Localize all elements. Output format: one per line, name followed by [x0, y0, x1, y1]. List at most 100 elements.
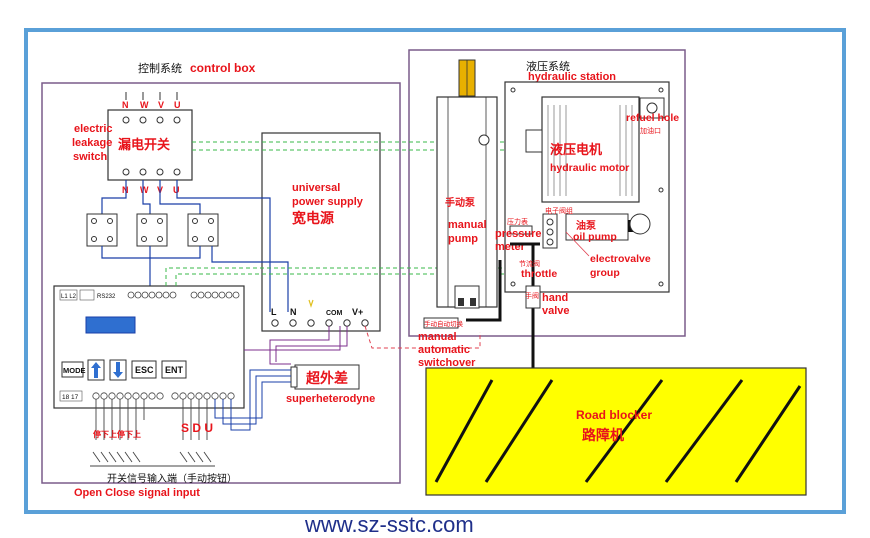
power-supply-terminals: L N COM V+ [271, 299, 369, 327]
electrovalve-label-en-2: group [590, 267, 620, 279]
controller-label-l1l2: L1 L2 [61, 294, 77, 300]
power-supply-body [261, 132, 381, 332]
manual-automatic-switch [423, 317, 459, 329]
wires-power-to-superheterodyne [244, 326, 348, 365]
controller-top-label-1 [59, 289, 78, 301]
oil-pump-label-cn: 油泵 [576, 219, 597, 232]
hydraulic-motor-label-cn: 液压电机 [550, 142, 602, 157]
controller-top-label-2 [79, 289, 95, 301]
ent-button-label: ENT [165, 365, 184, 375]
hydraulic-motor-label-en: hydraulic motor [550, 162, 629, 174]
hand-valve [525, 285, 541, 309]
terminal-label: W [140, 100, 149, 110]
leakage-switch-label-en-3: switch [73, 151, 108, 163]
controller-down-button[interactable] [109, 359, 127, 381]
relay-3 [187, 213, 219, 247]
superheterodyne-label-en: superheterodyne [286, 393, 375, 405]
signal-left-group-label: 停下上停下上 [93, 429, 141, 439]
hydraulic-station-title-en: hydraulic station [528, 71, 616, 83]
outer-frame [24, 28, 846, 514]
terminal-label: N [122, 100, 129, 110]
wires-superheterodyne [214, 369, 291, 431]
electrovalve-label-en-1: electrovalve [590, 253, 651, 265]
road-blocker-stripes [434, 379, 802, 483]
controller-label-rs232: RS232 [97, 294, 116, 300]
wires-switch-to-relays [101, 180, 260, 214]
controller-label-18-17: 18 17 [62, 394, 79, 401]
power-supply-label-en-1: universal [292, 182, 340, 194]
controller-esc-button[interactable]: ESC [131, 360, 157, 379]
signal-input-label-cn: 开关信号输入端（手动按钮） [107, 472, 237, 485]
power-supply-label-en-2: power supply [292, 196, 364, 208]
controller-bottom-terminals [92, 392, 235, 400]
controller-display [85, 316, 136, 334]
road-blocker-label-en: Road blocker [576, 408, 652, 422]
hydraulic-motor [541, 96, 640, 203]
hand-valve-label-en-2: valve [542, 305, 570, 317]
terminal-label: V [158, 100, 164, 110]
oil-pump [565, 213, 629, 241]
throttle-label-en: throttle [521, 268, 557, 280]
switchover-label-en-2: automatic [418, 344, 470, 356]
footer-url: www.sz-sstc.com [304, 512, 474, 537]
controller-mode-button[interactable]: MODE [61, 361, 86, 378]
electrovalve-label-cn: 电子阀组 [545, 206, 573, 215]
manual-pump-label-cn: 手动泵 [445, 196, 476, 209]
arrow-up-icon [91, 362, 101, 378]
relay-group [86, 213, 219, 247]
relay-2 [136, 213, 168, 247]
mode-button-label: MODE [63, 366, 86, 375]
oil-pump-label-en: oil pump [573, 231, 617, 243]
superheterodyne-label-cn: 超外差 [305, 370, 348, 386]
wires-signal-input [95, 399, 208, 440]
terminal-label: L [271, 307, 277, 317]
hand-valve-label-cn: 手阀 [525, 291, 539, 300]
throttle-label-cn: 节流阀 [519, 259, 540, 268]
electrovalve-pointer [565, 231, 590, 257]
control-box-title-en: control box [190, 61, 256, 75]
control-box-title-cn: 控制系统 [138, 61, 182, 75]
hydraulic-station-frame [408, 49, 686, 337]
terminal-label: COM [326, 310, 343, 317]
motor-fins [547, 105, 633, 196]
esc-button-label: ESC [135, 365, 154, 375]
pressure-meter-label-en-1: pressure [495, 228, 541, 240]
relay-1 [86, 213, 118, 247]
signal-input-label-en: Open Close signal input [74, 487, 200, 499]
hand-valve-label-en-1: hand [542, 292, 568, 304]
controller-ent-button[interactable]: ENT [161, 360, 187, 379]
pressure-meter [509, 225, 533, 235]
leakage-switch-label-en-1: electric [74, 123, 113, 135]
leakage-switch-top-terminals: N W V U [122, 92, 181, 124]
manual-switch-row [90, 451, 215, 467]
signal-right-group-label: S D U [181, 421, 213, 435]
terminal-label: N [290, 307, 297, 317]
controller-bottom-label [59, 390, 83, 402]
leakage-switch-label-en-2: leakage [72, 137, 112, 149]
manual-pump-label-en-2: pump [448, 233, 478, 245]
refuel-hole-label-en: refuel hole [626, 112, 679, 124]
power-supply-label-cn: 宽电源 [292, 210, 334, 226]
terminal-label: W [140, 185, 149, 195]
terminal-label: V+ [352, 307, 363, 317]
ground-icon [308, 299, 314, 308]
switchover-label-en-1: manual [418, 331, 457, 343]
leakage-switch-label-cn: 漏电开关 [118, 137, 170, 152]
controller-up-button[interactable] [87, 359, 105, 381]
superheterodyne-module [294, 364, 360, 390]
road-blocker-label-cn: 路障机 [582, 427, 624, 443]
switchover-label-cn: 手动自动切换 [424, 319, 464, 328]
wires-relays-bus [101, 246, 201, 286]
arrow-down-icon [113, 362, 123, 378]
manual-pump-label-en-1: manual [448, 219, 487, 231]
switchover-label-en-3: switchover [418, 357, 476, 369]
controller-top-terminals [127, 291, 240, 299]
terminal-label: U [174, 100, 181, 110]
control-box-frame [41, 82, 401, 484]
refuel-hole-label-cn: 加油口 [640, 126, 661, 135]
pressure-meter-label-cn: 压力表 [507, 217, 528, 226]
controller-body [53, 285, 245, 409]
manual-pump-body [436, 96, 498, 308]
